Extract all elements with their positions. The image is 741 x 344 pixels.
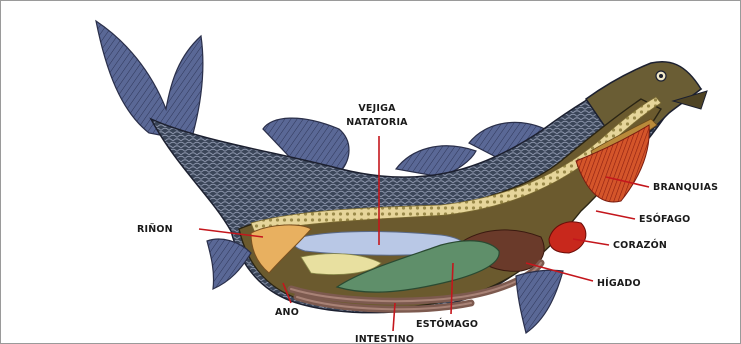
pectoral-fin <box>516 270 563 333</box>
label-rinon: RIÑON <box>137 224 173 235</box>
label-vejiga-line1: VEJIGA <box>358 103 396 114</box>
caudal-fin <box>96 21 203 141</box>
label-vejiga-line2: NATATORIA <box>346 117 408 128</box>
label-branquias: BRANQUIAS <box>653 182 718 193</box>
pointer-esofago <box>596 211 635 219</box>
label-corazon: CORAZÓN <box>613 239 667 251</box>
label-esofago: ESÓFAGO <box>639 213 690 225</box>
label-ano: ANO <box>275 307 299 318</box>
label-estomago: ESTÓMAGO <box>416 318 478 330</box>
label-intestino: INTESTINO <box>355 334 414 343</box>
label-higado: HÍGADO <box>597 277 641 289</box>
